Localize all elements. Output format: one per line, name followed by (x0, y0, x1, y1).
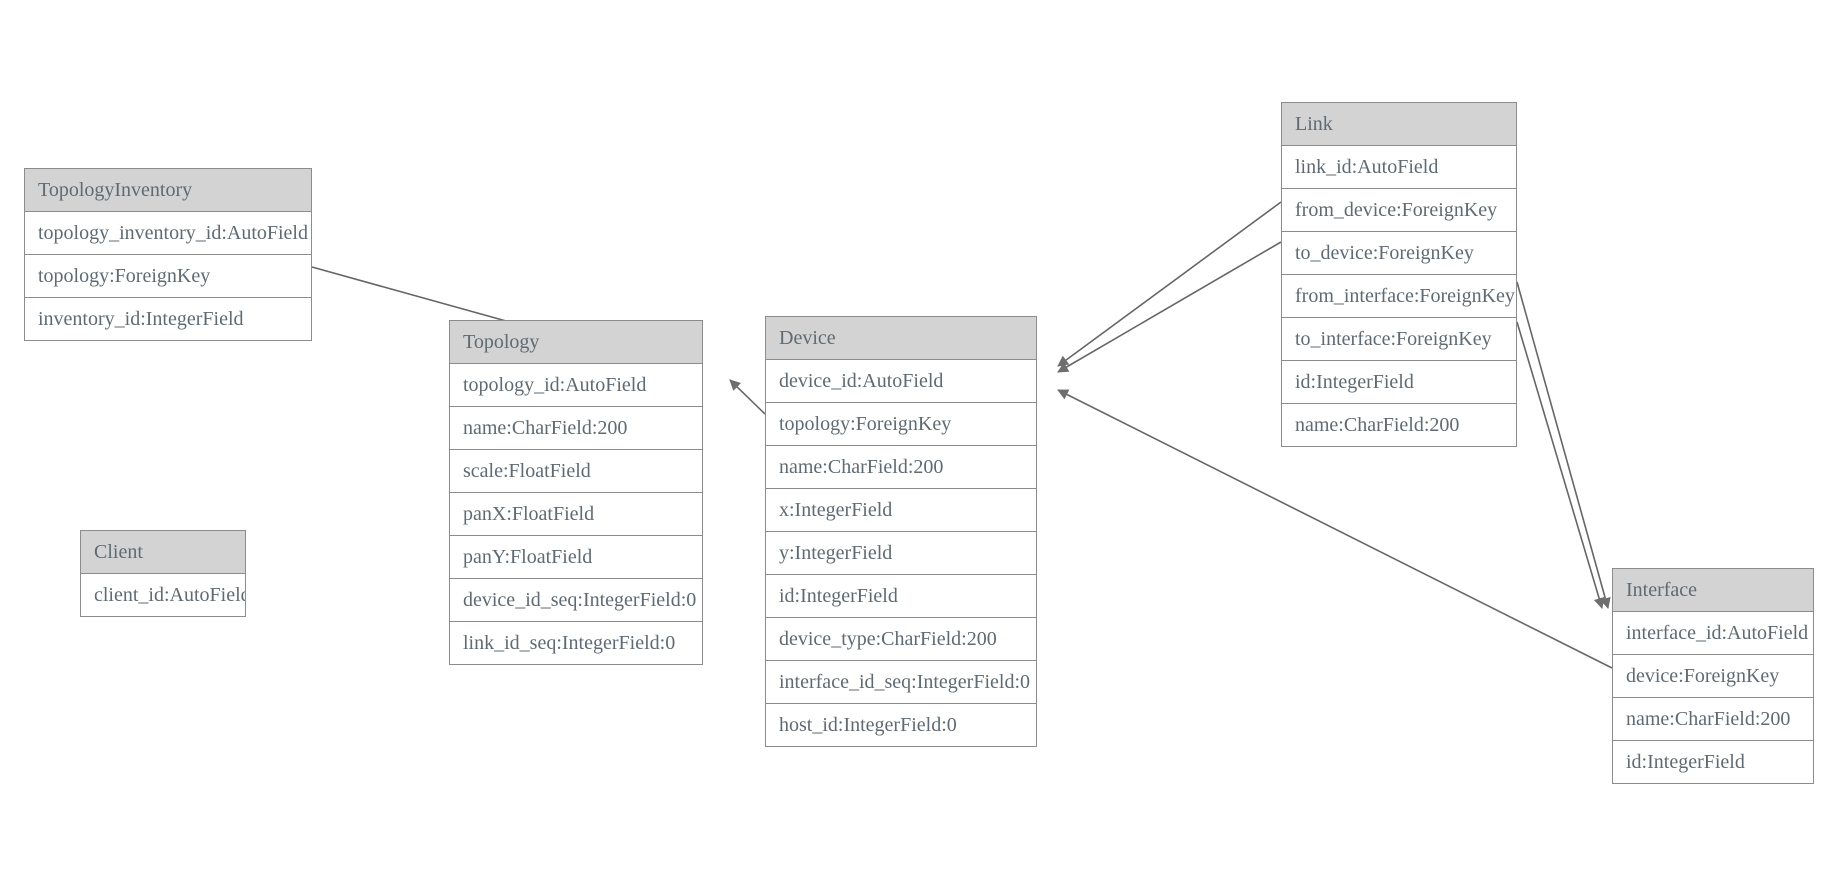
entity-title-topology_inventory: TopologyInventory (25, 169, 311, 212)
entity-field: x:IntegerField (766, 489, 1036, 532)
entity-field: y:IntegerField (766, 532, 1036, 575)
entity-field: client_id:AutoField (81, 574, 245, 616)
entity-field: panX:FloatField (450, 493, 702, 536)
entity-field: panY:FloatField (450, 536, 702, 579)
relationship-edge-link-to_device (1057, 241, 1282, 373)
entity-title-interface: Interface (1613, 569, 1813, 612)
entity-field: name:CharField:200 (766, 446, 1036, 489)
entity-field: topology_inventory_id:AutoField (25, 212, 311, 255)
entity-field: interface_id:AutoField (1613, 612, 1813, 655)
entity-field: device_id:AutoField (766, 360, 1036, 403)
entity-title-device: Device (766, 317, 1036, 360)
entity-field: host_id:IntegerField:0 (766, 704, 1036, 746)
entity-field: topology_id:AutoField (450, 364, 702, 407)
relationship-edge-device-topology (729, 379, 766, 415)
entity-field: to_device:ForeignKey (1282, 232, 1516, 275)
relationship-edge-link-from_interface (1516, 281, 1611, 609)
entity-field: to_interface:ForeignKey (1282, 318, 1516, 361)
entity-field: topology:ForeignKey (766, 403, 1036, 446)
entity-field: device_type:CharField:200 (766, 618, 1036, 661)
entity-field: name:CharField:200 (1613, 698, 1813, 741)
entity-field: topology:ForeignKey (25, 255, 311, 298)
entity-field: name:CharField:200 (1282, 404, 1516, 446)
entity-field: from_device:ForeignKey (1282, 189, 1516, 232)
entity-title-client: Client (81, 531, 245, 574)
entity-field: interface_id_seq:IntegerField:0 (766, 661, 1036, 704)
entity-field: link_id:AutoField (1282, 146, 1516, 189)
relationship-edge-link-from_device (1057, 201, 1282, 367)
entity-field: device:ForeignKey (1613, 655, 1813, 698)
entity-title-topology: Topology (450, 321, 702, 364)
entity-field: link_id_seq:IntegerField:0 (450, 622, 702, 664)
entity-field: id:IntegerField (1282, 361, 1516, 404)
entity-field: id:IntegerField (1613, 741, 1813, 783)
entity-field: name:CharField:200 (450, 407, 702, 450)
entity-field: from_interface:ForeignKey (1282, 275, 1516, 318)
entity-field: inventory_id:IntegerField (25, 298, 311, 340)
entity-field: device_id_seq:IntegerField:0 (450, 579, 702, 622)
entity-field: id:IntegerField (766, 575, 1036, 618)
relationship-edge-link-to_interface (1516, 321, 1605, 609)
entity-field: scale:FloatField (450, 450, 702, 493)
entity-title-link: Link (1282, 103, 1516, 146)
